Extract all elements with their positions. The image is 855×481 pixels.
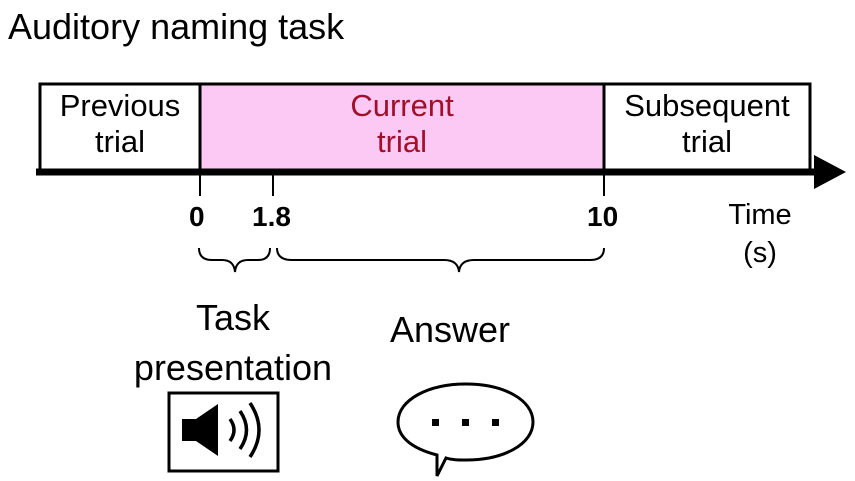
previous-trial-label: Previous trial <box>59 88 181 159</box>
previous-trial-box <box>38 82 202 172</box>
speaker-icon <box>167 391 280 473</box>
tick-label-0: 0 <box>189 201 205 232</box>
answer-brace <box>276 247 605 273</box>
speech-bubble-icon <box>396 382 535 477</box>
task-presentation-label: Task presentation <box>133 297 333 388</box>
subsequent-trial-label: Subsequent trial <box>624 88 790 159</box>
task-presentation-brace <box>198 247 271 273</box>
current-trial-box <box>198 82 606 172</box>
tick-label-1-8: 1.8 <box>252 201 291 232</box>
time-axis-arrowhead <box>814 155 846 189</box>
tick-label-10: 10 <box>587 201 619 232</box>
answer-label: Answer <box>390 309 511 350</box>
axis-label: Time (s) <box>728 199 792 269</box>
diagram-title: Auditory naming task <box>8 6 345 47</box>
current-trial-label: Current trial <box>350 88 454 159</box>
